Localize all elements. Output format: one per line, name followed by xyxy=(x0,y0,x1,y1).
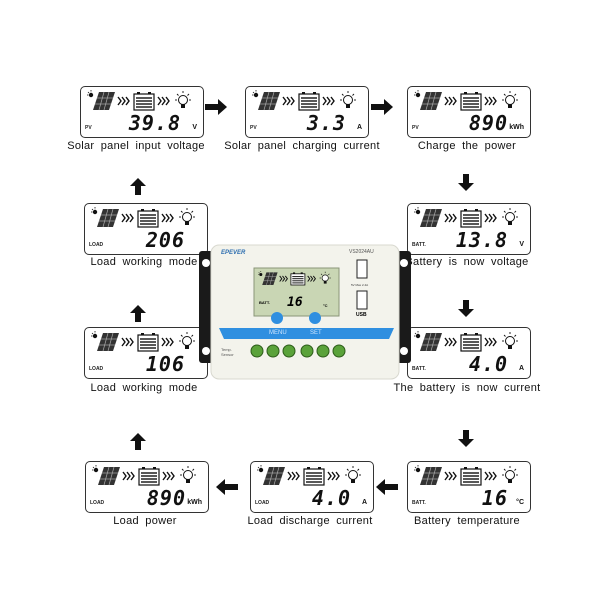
energy-flow-icons xyxy=(414,331,519,352)
lcd-tag: PV xyxy=(412,125,419,131)
arrow-up-icon xyxy=(130,305,146,322)
energy-flow-icons xyxy=(257,465,362,486)
lcd-value: 3.3 xyxy=(306,111,346,135)
lcd-panel-load-mode-106: LOAD 106 xyxy=(84,327,208,379)
set-label: SET xyxy=(310,330,322,336)
arrow-left-icon xyxy=(376,479,398,495)
lcd-value: 106 xyxy=(145,352,185,376)
energy-flow-icons xyxy=(92,465,197,486)
menu-button xyxy=(271,312,283,324)
device-model: VS2024AU xyxy=(349,249,374,255)
lcd-unit: A xyxy=(361,499,367,506)
caption-battery-temperature: Battery temperature xyxy=(414,515,520,527)
arrow-down-icon xyxy=(458,430,474,447)
arrow-right-icon xyxy=(205,99,227,115)
caption-charge-power: Charge the power xyxy=(417,140,517,152)
lcd-tag: PV xyxy=(85,125,92,131)
lcd-value: 206 xyxy=(145,228,185,252)
lcd-tag: PV xyxy=(250,125,257,131)
energy-flow-icons xyxy=(414,465,519,486)
energy-flow-icons xyxy=(252,90,357,111)
energy-flow-icons xyxy=(91,331,196,352)
caption-solar-input-voltage: Solar panel input voltage xyxy=(67,140,205,152)
lcd-value: 16 xyxy=(481,486,508,510)
caption-load-power: Load power xyxy=(113,515,177,527)
lcd-value: 4.0 xyxy=(468,352,508,376)
lcd-tag: LOAD xyxy=(90,500,105,506)
caption-solar-charging-current: Solar panel charging current xyxy=(224,140,380,152)
lcd-value: 890 xyxy=(146,486,186,510)
usb-rating: 5V Max 2.4A xyxy=(351,283,369,287)
lcd-tag: BATT. xyxy=(412,366,426,372)
lcd-unit: A xyxy=(518,365,524,372)
lcd-panel-battery-temperature: BATT. 16 °C xyxy=(407,461,531,513)
lcd-unit: kWh xyxy=(509,124,524,131)
caption-load-mode-206: Load working mode xyxy=(90,256,198,268)
solar-charge-controller: EPEVER VS2024AU BATT. 16 °C 5V Max 2.4A … xyxy=(199,243,411,383)
arrow-down-icon xyxy=(458,174,474,191)
device-brand: EPEVER xyxy=(221,250,246,256)
arrow-up-icon xyxy=(130,178,146,195)
arrow-left-icon xyxy=(216,479,238,495)
lcd-value: 13.8 xyxy=(455,228,508,252)
energy-flow-icons xyxy=(91,207,196,228)
device-lcd-value: 16 xyxy=(287,295,303,310)
energy-flow-icons xyxy=(414,90,519,111)
arrow-down-icon xyxy=(458,300,474,317)
lcd-tag: BATT. xyxy=(412,242,426,248)
arrow-right-icon xyxy=(371,99,393,115)
energy-flow-icons xyxy=(414,207,519,228)
set-button xyxy=(309,312,321,324)
lcd-unit: A xyxy=(356,124,362,131)
usb-port-1 xyxy=(356,259,368,279)
device-lcd-unit: °C xyxy=(323,303,328,308)
temp-sensor-label: Temp. Sensor xyxy=(221,347,234,357)
lcd-unit: kWh xyxy=(187,499,202,506)
caption-battery-current: The battery is now current xyxy=(393,382,541,394)
lcd-unit: °C xyxy=(516,499,524,506)
right-mounting-bracket xyxy=(397,251,411,363)
device-lcd-tag: BATT. xyxy=(259,300,271,305)
lcd-panel-load-mode-206: LOAD 206 xyxy=(84,203,208,255)
usb-port-2 xyxy=(356,290,368,310)
lcd-tag: LOAD xyxy=(89,242,104,248)
lcd-value: 890 xyxy=(468,111,508,135)
left-mounting-bracket xyxy=(199,251,213,363)
lcd-tag: LOAD xyxy=(89,366,104,372)
usb-label: USB xyxy=(356,312,367,318)
lcd-tag: BATT. xyxy=(412,500,426,506)
menu-bar xyxy=(219,328,394,339)
caption-battery-voltage: Battery is now voltage xyxy=(405,256,529,268)
caption-load-mode-106: Load working mode xyxy=(90,382,198,394)
caption-load-discharge-current: Load discharge current xyxy=(247,515,373,527)
menu-label: MENU xyxy=(269,330,287,336)
lcd-unit: V xyxy=(192,124,197,131)
lcd-unit: V xyxy=(519,241,524,248)
lcd-value: 4.0 xyxy=(311,486,351,510)
lcd-tag: LOAD xyxy=(255,500,270,506)
lcd-value: 39.8 xyxy=(128,111,181,135)
terminal-screws xyxy=(250,344,346,358)
arrow-up-icon xyxy=(130,433,146,450)
energy-flow-icons xyxy=(87,90,192,111)
